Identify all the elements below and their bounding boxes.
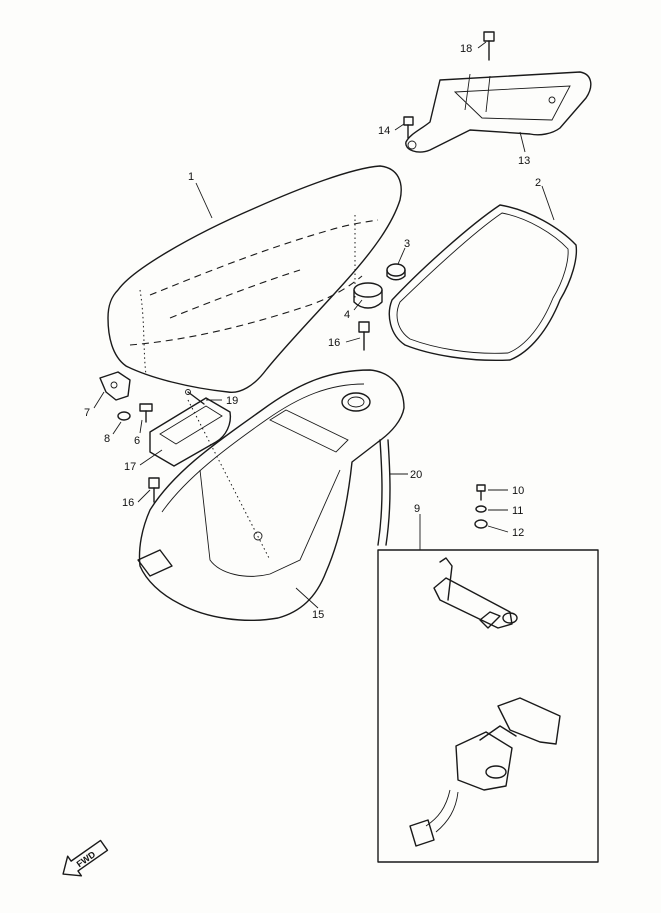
lock-assembly-box [377,549,599,863]
nut-part [386,263,406,281]
bolt-18-part [483,31,495,61]
callout-14: 14 [378,125,390,137]
bolt-14-part [403,116,414,139]
screw-19-part [185,389,205,405]
callout-16b: 16 [122,497,134,509]
callout-4: 4 [344,309,350,321]
nut-12-part [474,519,488,529]
callout-6: 6 [134,435,140,447]
callout-11: 11 [512,505,523,517]
callout-3: 3 [404,238,410,250]
washer-8-part [117,411,131,421]
bolt-16b-part [148,477,160,503]
cover-plate-part [149,397,232,467]
callout-2: 2 [535,177,541,189]
hose-part [377,439,391,546]
fwd-label: FWD [75,849,98,869]
callout-12: 12 [512,527,524,539]
leader-lines [93,41,555,609]
bolt-6-part [139,403,153,423]
callout-1: 1 [188,171,194,183]
part-callouts: 1 2 3 4 6 7 8 9 10 11 12 13 14 15 16 16 … [84,43,541,621]
callout-16a: 16 [328,337,340,349]
forward-arrow-icon: FWD [62,839,109,877]
callout-17: 17 [124,461,136,473]
callout-19: 19 [226,395,238,407]
luggage-box-part [137,369,405,622]
bolt-16a-part [358,321,370,351]
callout-7: 7 [84,407,90,419]
callout-15: 15 [312,609,324,621]
callout-8: 8 [104,433,110,445]
carrier-bracket-part [405,71,592,153]
callout-9: 9 [414,503,420,515]
damper-part [353,282,383,309]
callout-20: 20 [410,469,422,481]
callout-10: 10 [512,485,524,497]
callout-13: 13 [518,155,530,167]
bracket-7-part [99,371,131,401]
washer-11-part [475,505,487,513]
callout-18: 18 [460,43,472,55]
seat-part [107,165,402,393]
bolt-10-part [476,484,486,501]
seal-gasket-part [388,204,578,362]
